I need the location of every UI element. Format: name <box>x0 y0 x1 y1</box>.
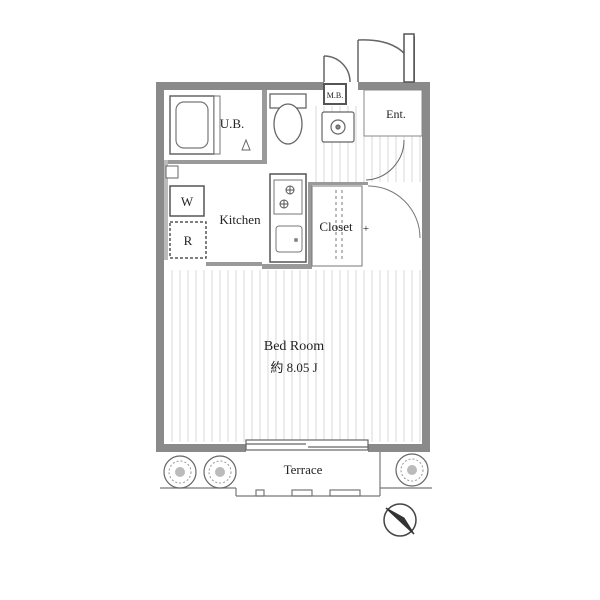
bedroom-floor <box>166 270 422 442</box>
terrace-window <box>245 439 369 451</box>
closet-door-swing <box>367 185 421 239</box>
bedroom-label: Bed Room <box>264 339 324 354</box>
stove-burner-icon <box>279 185 295 209</box>
refrigerator-space <box>169 221 207 259</box>
kitchen-sink <box>275 225 303 253</box>
plus-mark: + <box>363 223 369 235</box>
entrance-area <box>363 89 423 137</box>
shrub-icon <box>395 453 429 487</box>
outer-walls <box>156 82 430 452</box>
mb-label: M.B. <box>327 91 343 100</box>
shrub-icon <box>163 455 197 489</box>
mb-box <box>323 83 347 105</box>
unit-bath-label: U.B. <box>220 116 245 131</box>
entrance-label: Ent. <box>386 107 406 121</box>
unit-bath <box>169 95 251 155</box>
terrace-label: Terrace <box>284 462 323 477</box>
closet <box>311 185 363 267</box>
closet-label: Closet <box>319 219 353 234</box>
north-arrow-icon <box>383 503 417 537</box>
kitchen-counter <box>269 173 307 263</box>
washer-label: W <box>181 194 194 209</box>
wash-basin <box>321 111 355 143</box>
kitchen-label: Kitchen <box>219 212 261 227</box>
refrigerator-label: R <box>184 233 193 248</box>
washer-space <box>169 185 205 217</box>
hall-door-swing <box>365 139 405 181</box>
bedroom-size: 約 8.05 J <box>270 360 317 375</box>
toilet <box>269 93 307 145</box>
entrance-door <box>323 33 415 83</box>
inner-walls <box>164 90 368 269</box>
pipe-space <box>165 165 179 179</box>
shrub-icon <box>203 455 237 489</box>
